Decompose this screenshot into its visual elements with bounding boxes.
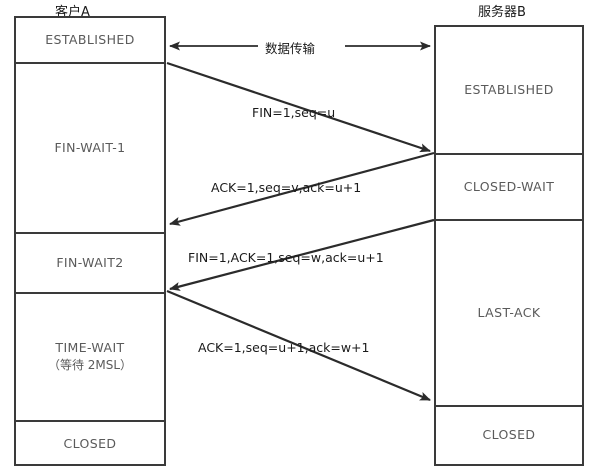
message-label-fin-ack: FIN=1,ACK=1,seq=w,ack=u+1	[188, 250, 384, 265]
server-column-title: 服务器B	[478, 5, 526, 20]
message-label-data-transfer: 数据传输	[265, 41, 316, 56]
message-label-ack-2: ACK=1,seq=u+1,ack=w+1	[198, 340, 370, 355]
server-state-column: ESTABLISHED CLOSED-WAIT LAST-ACK CLOSED	[434, 25, 584, 466]
client-state-established: ESTABLISHED	[16, 18, 164, 62]
server-state-established-label: ESTABLISHED	[464, 81, 554, 97]
client-state-fin-wait-1-label: FIN-WAIT-1	[54, 139, 126, 155]
server-state-closed: CLOSED	[436, 405, 582, 464]
client-state-closed-label: CLOSED	[63, 435, 117, 451]
client-state-fin-wait-1: FIN-WAIT-1	[16, 62, 164, 232]
client-state-time-wait-sublabel: （等待 2MSL）	[47, 358, 133, 373]
server-state-last-ack: LAST-ACK	[436, 219, 582, 405]
client-state-established-label: ESTABLISHED	[45, 31, 135, 47]
server-state-closed-wait: CLOSED-WAIT	[436, 153, 582, 219]
client-state-fin-wait-2: FIN-WAIT2	[16, 232, 164, 292]
client-state-column: ESTABLISHED FIN-WAIT-1 FIN-WAIT2 TIME-WA…	[14, 16, 166, 466]
client-state-time-wait-label: TIME-WAIT	[55, 340, 125, 356]
client-state-closed: CLOSED	[16, 420, 164, 466]
server-state-last-ack-label: LAST-ACK	[477, 304, 541, 320]
message-label-ack-1: ACK=1,seq=v,ack=u+1	[211, 180, 362, 195]
server-state-established: ESTABLISHED	[436, 27, 582, 153]
client-state-time-wait: TIME-WAIT （等待 2MSL）	[16, 292, 164, 420]
message-label-fin-1: FIN=1,seq=u	[252, 105, 336, 120]
client-state-fin-wait-2-label: FIN-WAIT2	[56, 254, 124, 270]
server-state-closed-label: CLOSED	[482, 427, 536, 443]
server-state-closed-wait-label: CLOSED-WAIT	[463, 178, 555, 194]
